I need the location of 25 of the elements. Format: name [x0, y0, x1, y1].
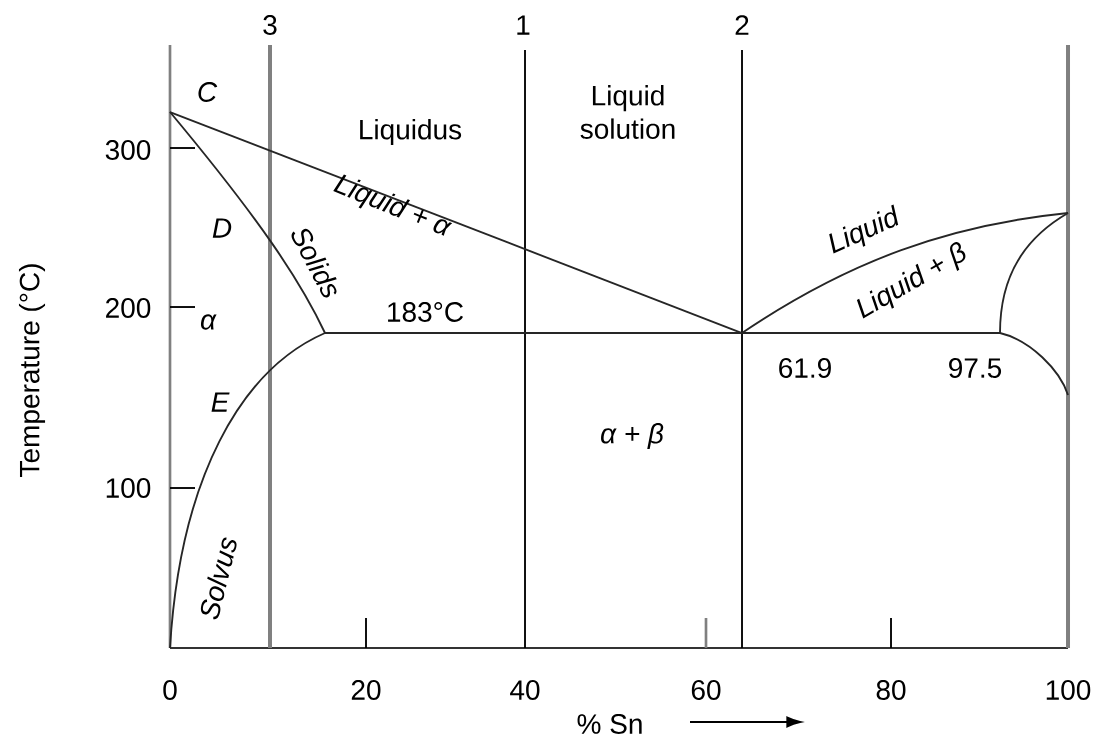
tick-label: 300: [105, 140, 151, 160]
point-label: E: [211, 392, 230, 412]
region-label: Liquid solution: [580, 85, 675, 139]
tick-label: 80: [876, 680, 906, 700]
tick-label: 100: [1046, 680, 1091, 700]
line-number: 2: [735, 15, 749, 35]
region-label: α + β: [601, 422, 664, 450]
tick-label: 40: [510, 680, 540, 700]
composition-label: 61.9: [779, 358, 831, 378]
tick-label: 0: [163, 680, 177, 700]
axis-title: % Sn: [577, 714, 642, 734]
tick-label: 100: [106, 478, 151, 498]
point-label: C: [198, 82, 218, 102]
point-label: D: [212, 218, 232, 238]
tick-label: 60: [691, 680, 721, 700]
composition-label: 97.5: [949, 358, 1002, 378]
curve-label: Solvus: [200, 537, 237, 620]
line-number: 1: [517, 15, 530, 35]
line-number: 3: [263, 15, 277, 35]
temperature-label: 183°C: [388, 302, 463, 322]
axis-title: Temperature (°C): [18, 264, 46, 477]
tick-label: 20: [351, 680, 381, 700]
region-label: α: [201, 314, 217, 330]
region-label: Liquidus: [360, 118, 462, 146]
tick-label: 200: [106, 298, 151, 318]
